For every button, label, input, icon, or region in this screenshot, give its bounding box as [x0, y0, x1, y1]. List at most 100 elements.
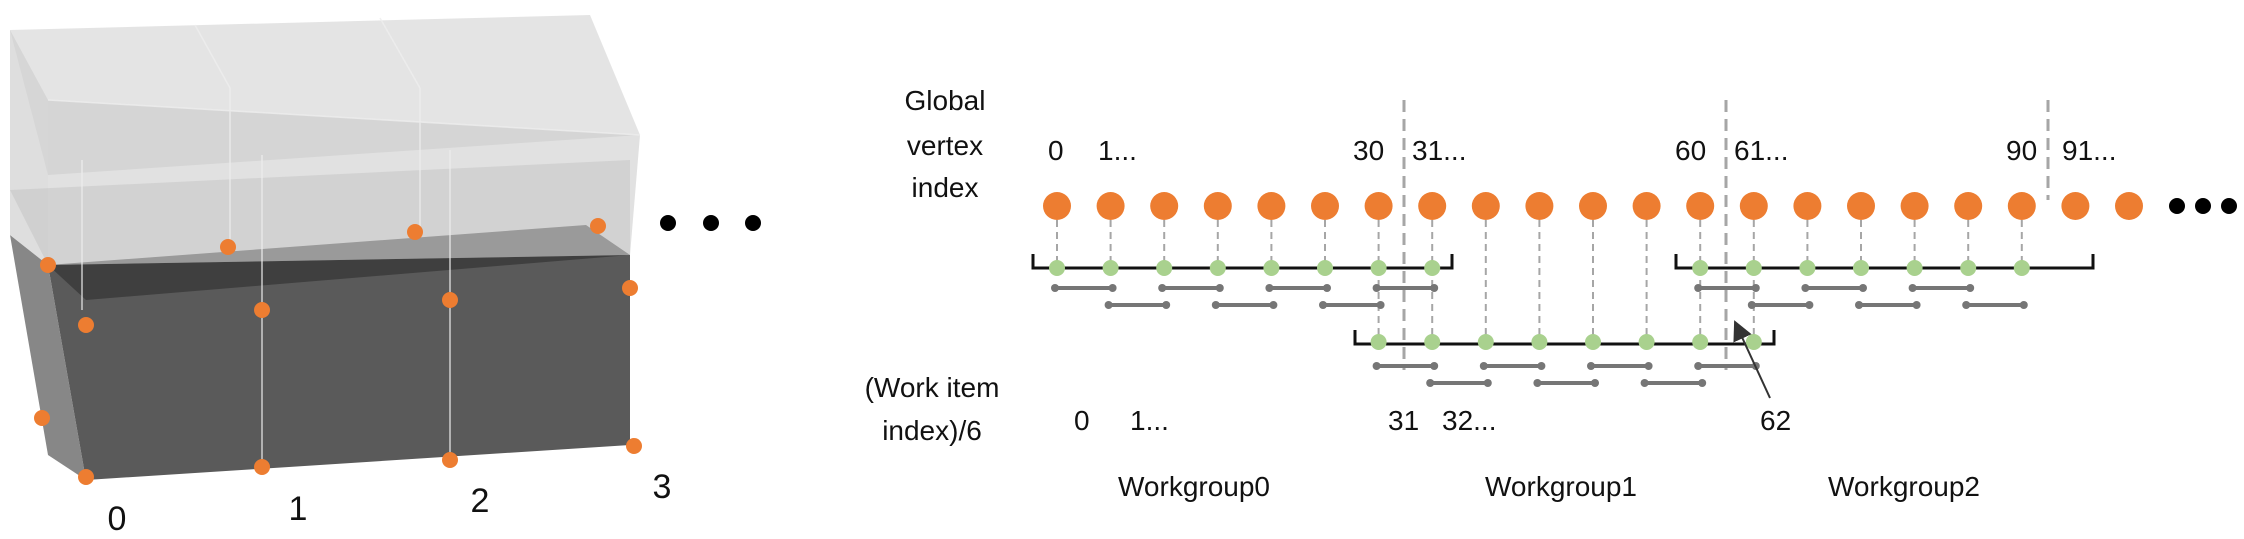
- global-vertex: [1418, 192, 1447, 220]
- neighbor-link-end: [1376, 301, 1385, 309]
- neighbor-link-end: [1855, 301, 1863, 309]
- global-vertex: [1311, 192, 1339, 220]
- neighbor-link-end: [1747, 301, 1756, 309]
- global-vertex: [1043, 192, 1071, 220]
- workgroup-boundaries: [1402, 100, 2050, 370]
- work-item-dot: [1692, 334, 1709, 350]
- neighbor-link-end: [1265, 284, 1274, 292]
- neighbor-link-end: [1483, 379, 1492, 387]
- neighbor-link-end: [1104, 301, 1113, 309]
- work-item-dot: [1156, 260, 1173, 276]
- work-item-dot: [1531, 334, 1548, 350]
- neighbor-link-end: [1269, 301, 1278, 309]
- global-tick-31: 31...: [1412, 135, 1466, 166]
- dark-layer-front: [48, 255, 630, 480]
- work-item-dot: [1424, 334, 1441, 350]
- global-vertex: [1150, 192, 1179, 220]
- work-tick-31: 31: [1388, 405, 1419, 436]
- cube-vertex: [254, 459, 270, 475]
- cube-vertices: [34, 218, 642, 485]
- global-vertex: [1096, 192, 1125, 220]
- neighbor-link-end: [1962, 301, 1971, 309]
- global-label-line3: index: [912, 172, 979, 203]
- global-vertex: [1900, 192, 1929, 220]
- neighbor-link-end: [1430, 284, 1439, 292]
- global-tick-91: 91...: [2062, 135, 2116, 166]
- neighbor-link-end: [1694, 362, 1703, 370]
- work-item-dot: [1209, 260, 1226, 276]
- cube-vertex: [442, 452, 458, 468]
- global-tick-90: 90: [2006, 135, 2037, 166]
- cube-vertex: [78, 469, 94, 485]
- cube-ellipsis: [660, 215, 761, 231]
- work-item-dot: [1745, 260, 1762, 276]
- cube-index-3: 3: [653, 468, 672, 506]
- work-item-dot: [1638, 334, 1655, 350]
- neighbor-link-end: [2019, 301, 2028, 309]
- workgroup-1-label: Workgroup1: [1485, 471, 1637, 502]
- global-vertex: [1203, 192, 1232, 220]
- work-item-dot: [1370, 334, 1387, 350]
- neighbor-link-end: [1108, 284, 1117, 292]
- work-item-dot: [1799, 260, 1816, 276]
- cube-vertex: [407, 224, 423, 240]
- global-vertex: [1579, 192, 1607, 220]
- neighbor-link-end: [1912, 301, 1921, 309]
- work-item-dot: [1692, 260, 1709, 276]
- cube-vertex: [220, 239, 236, 255]
- neighbor-link-end: [1533, 379, 1542, 387]
- cube-vertex: [40, 257, 56, 273]
- workgroup-0-label: Workgroup0: [1118, 471, 1270, 502]
- global-vertex: [1257, 192, 1286, 220]
- neighbor-link-end: [1698, 379, 1707, 387]
- global-vertex: [1632, 192, 1661, 220]
- global-tick-60: 60: [1675, 135, 1706, 166]
- neighbor-link-end: [1805, 301, 1814, 309]
- neighbor-link-end: [1751, 284, 1760, 292]
- neighbor-link-end: [1211, 301, 1220, 309]
- work-item-dot: [1853, 260, 1869, 276]
- glass-front: [48, 100, 640, 265]
- cube-index-0: 0: [108, 500, 127, 538]
- work-item-dot: [1960, 260, 1977, 276]
- cube-vertex: [254, 302, 270, 318]
- annotation-arrow: [1733, 320, 1771, 399]
- global-vertex: [2007, 192, 2036, 220]
- cube-vertex: [78, 317, 94, 333]
- neighbor-link-end: [1158, 284, 1167, 292]
- global-vertex: [1525, 192, 1554, 220]
- work-label-line1: (Work item: [865, 372, 1000, 403]
- cube-vertex: [590, 218, 606, 234]
- work-item-dot: [1477, 334, 1494, 350]
- neighbor-link-end: [1694, 284, 1703, 292]
- neighbor-link-end: [1215, 284, 1224, 292]
- neighbor-link-end: [1372, 362, 1381, 370]
- global-tick-61: 61...: [1734, 135, 1788, 166]
- cube-vertex: [442, 292, 458, 308]
- global-tick-0: 0: [1048, 135, 1064, 166]
- work-label-line2: index)/6: [882, 415, 982, 446]
- neighbor-link-end: [1801, 284, 1810, 292]
- global-label-line2: vertex: [907, 130, 983, 161]
- glass-mid: [10, 160, 630, 265]
- global-vertex: [1847, 192, 1875, 220]
- neighbor-link-end: [1372, 284, 1381, 292]
- global-vertex: [1364, 192, 1393, 220]
- work-item-dot: [1049, 260, 1065, 276]
- cube-grid: 0 1 2 3: [10, 15, 761, 538]
- work-item-dot: [1745, 334, 1762, 350]
- global-label-line1: Global: [905, 85, 986, 116]
- cube-vertex: [626, 438, 642, 454]
- global-vertex: [1686, 192, 1715, 220]
- cube-index-1: 1: [289, 490, 308, 528]
- glass-left: [10, 30, 48, 265]
- neighbor-link-end: [1162, 301, 1171, 309]
- neighbor-link-end: [1323, 284, 1331, 292]
- global-tick-1: 1...: [1098, 135, 1137, 166]
- neighbor-link-end: [1640, 379, 1649, 387]
- workgroup-bracket: [1031, 254, 1454, 270]
- vertex-ellipsis: [2169, 198, 2237, 214]
- neighbor-link-end: [1430, 362, 1439, 370]
- neighbor-link-end: [1479, 362, 1488, 370]
- work-item-dot: [1102, 260, 1119, 276]
